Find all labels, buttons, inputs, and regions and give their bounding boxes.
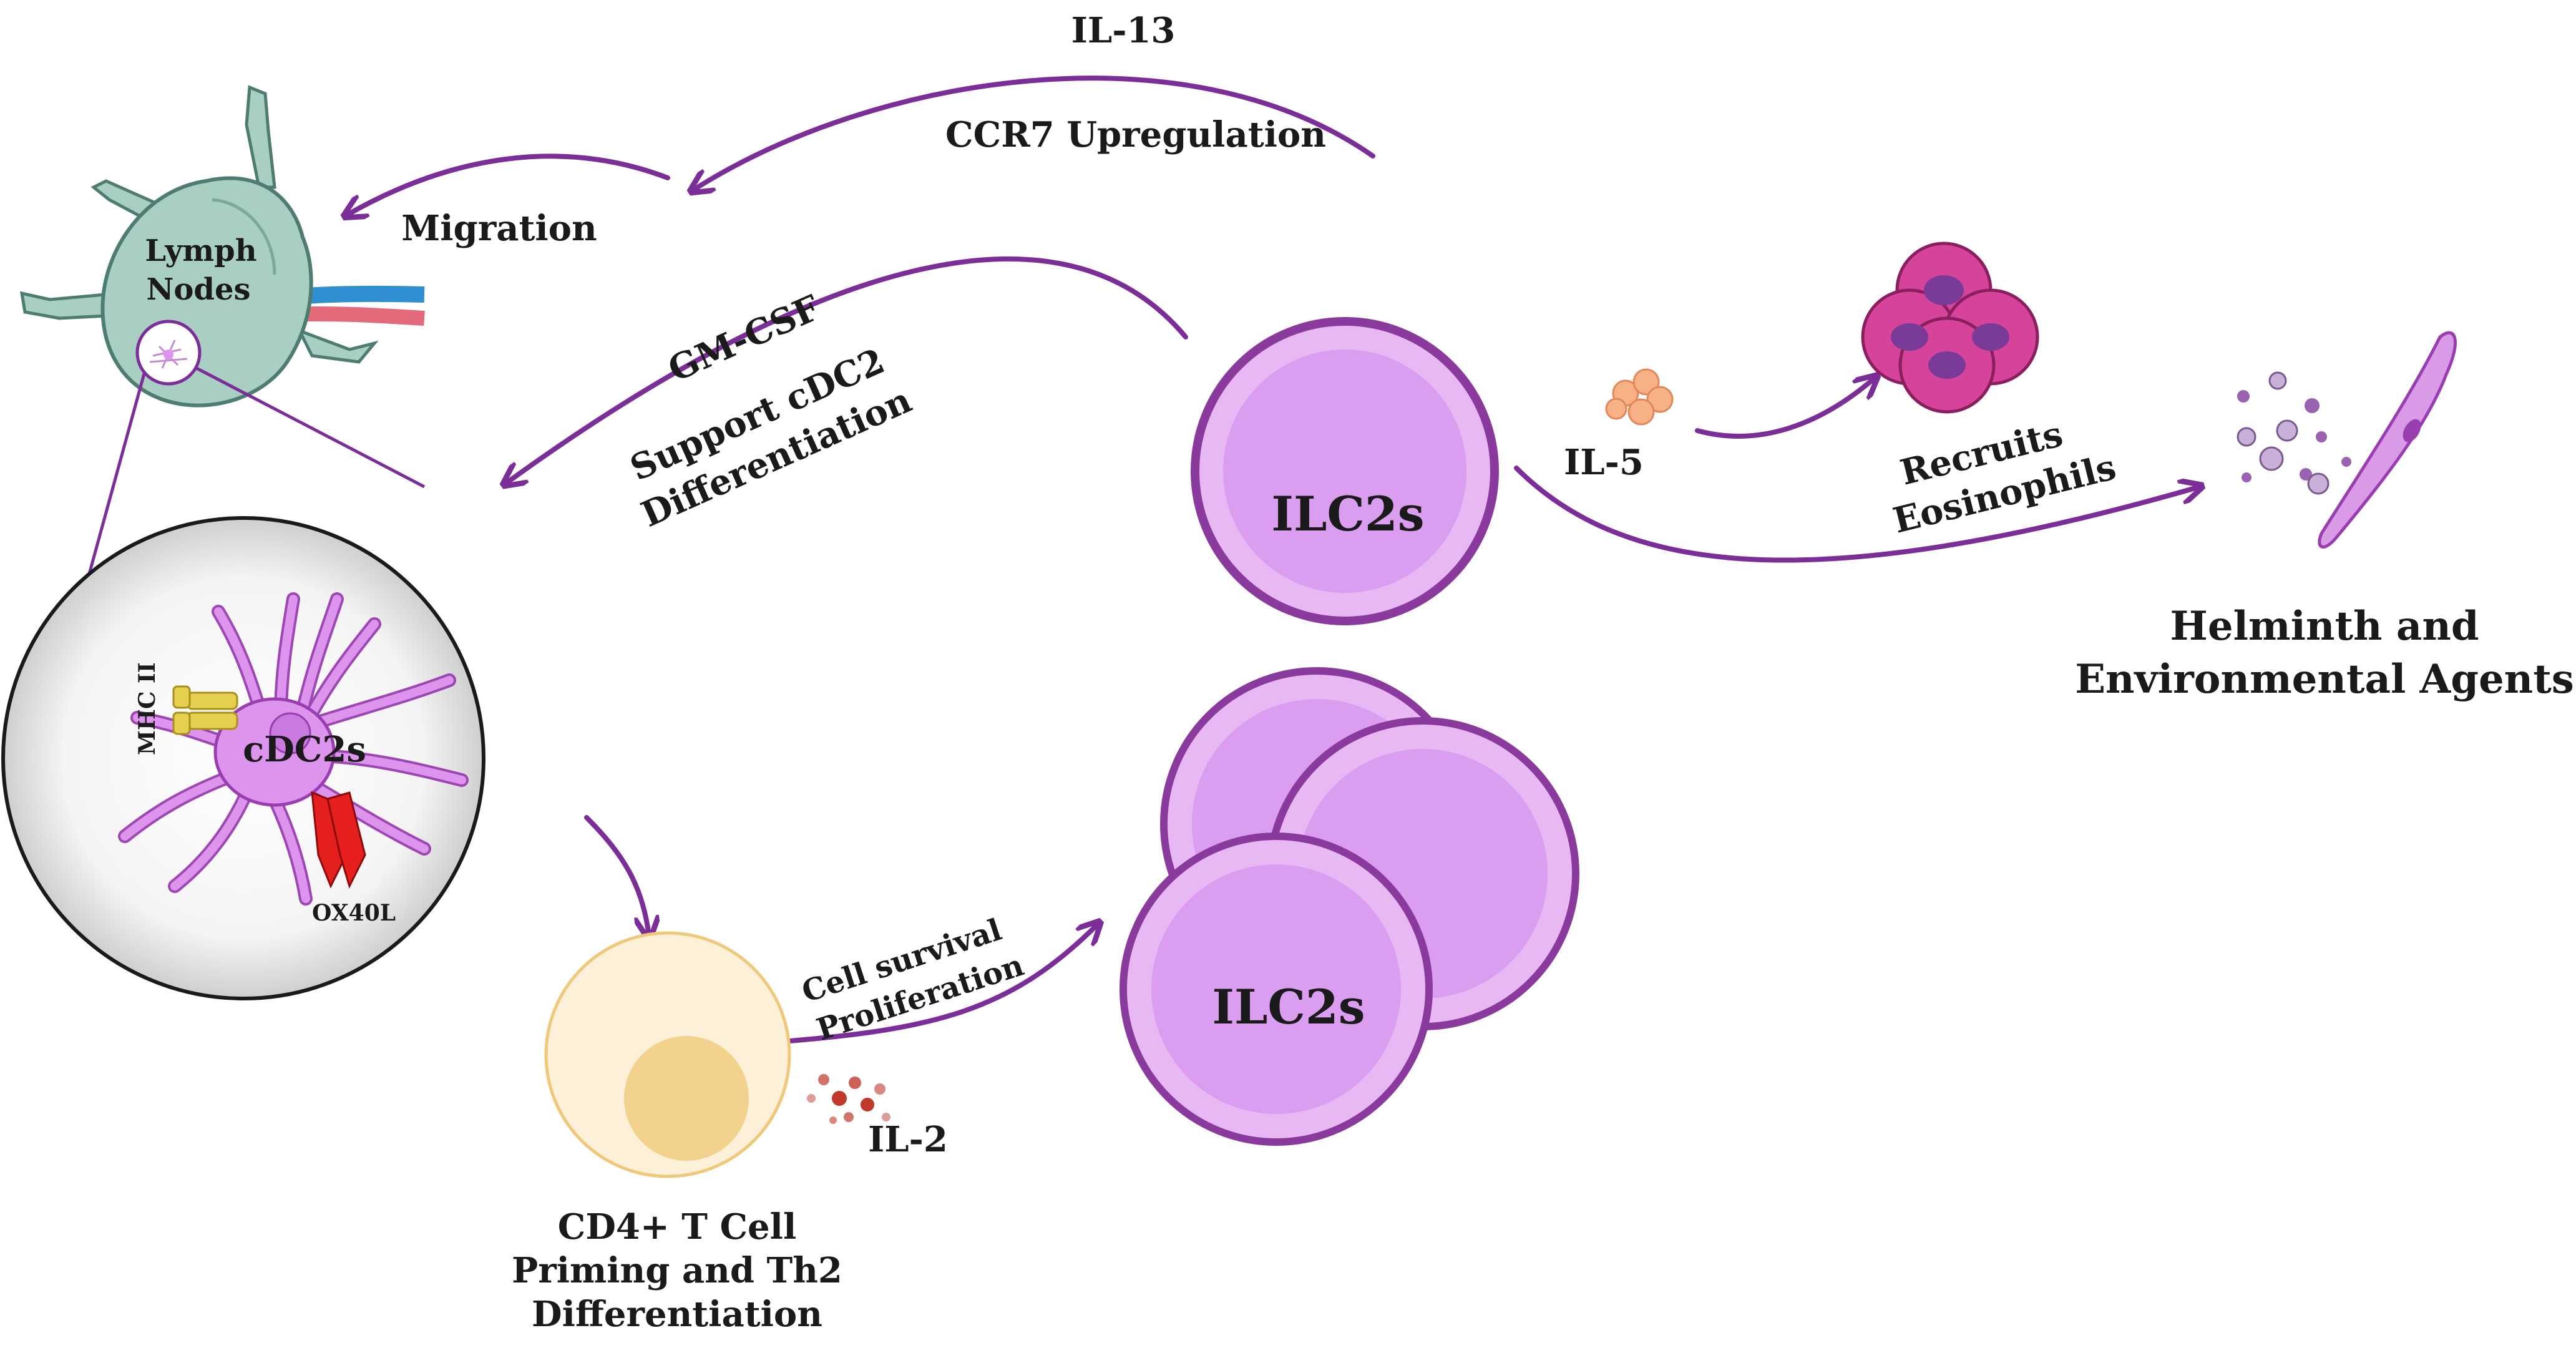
ilc2-cell-top [1191,317,1499,625]
arrow-ilc2-to-helminth [1514,466,2200,563]
arrow-cdc2-to-tcell [584,815,649,936]
mhc-ii-label: MHC II [134,662,160,755]
ccr7-label: CCR7 Upregulation [945,114,1326,155]
dendritic-cell-icon [118,592,469,906]
arrow-migration [346,154,670,215]
ilc2-bottom-label: ILC2s [1212,979,1365,1035]
helminth-label-1: Helminth and [2170,603,2479,650]
il2-particles-icon [807,1074,890,1124]
il5-label: IL-5 [1564,442,1644,483]
zoom-line-right [195,366,426,489]
ox40l-label: OX40L [312,900,396,926]
cd4-label-1: CD4+ T Cell [558,1206,796,1248]
lymph-label-1: Lymph [145,233,256,268]
lymph-branch-top [245,85,276,189]
lymph-branch-right [296,328,379,364]
arrow-tcell-to-ilc2 [771,924,1098,1045]
il2-label: IL-2 [868,1119,948,1160]
ilc2-cluster-bottom [1120,667,1579,1146]
ox40l-ligand-icon [311,791,366,889]
lymph-label-2: Nodes [146,272,250,307]
lymph-node-fold [212,198,276,275]
helminth-icon [2318,331,2457,549]
migration-label: Migration [401,208,597,249]
environmental-agents-icon [2237,371,2351,495]
mini-dendritic-cell-icon [149,339,188,369]
ilc2-top-label: ILC2s [1271,486,1424,542]
cd4-t-cell-icon [544,931,791,1178]
arrow-il5-eosinophils [1695,378,1875,439]
recruits-label-group: Recruits Eosinophils [1889,413,2120,541]
cd4-label-3: Differentiation [532,1294,822,1335]
eosinophils-icon [1861,242,2039,414]
helminth-label-2: Environmental Agents [2075,656,2574,703]
lymph-node-icon [19,85,425,408]
mhc-ii-receptor-icon [172,685,238,735]
cdc2s-label: cDC2s [243,729,366,770]
cd4-label-2: Priming and Th2 [512,1250,842,1291]
gmcsf-label-group: GM-CSF Support cDC2 Differentiation [624,287,917,535]
arrow-il13-ccr7 [693,76,1375,190]
arrow-gmcsf [505,256,1188,484]
il13-label: IL-13 [1071,10,1176,51]
il5-particles-icon [1605,368,1674,426]
